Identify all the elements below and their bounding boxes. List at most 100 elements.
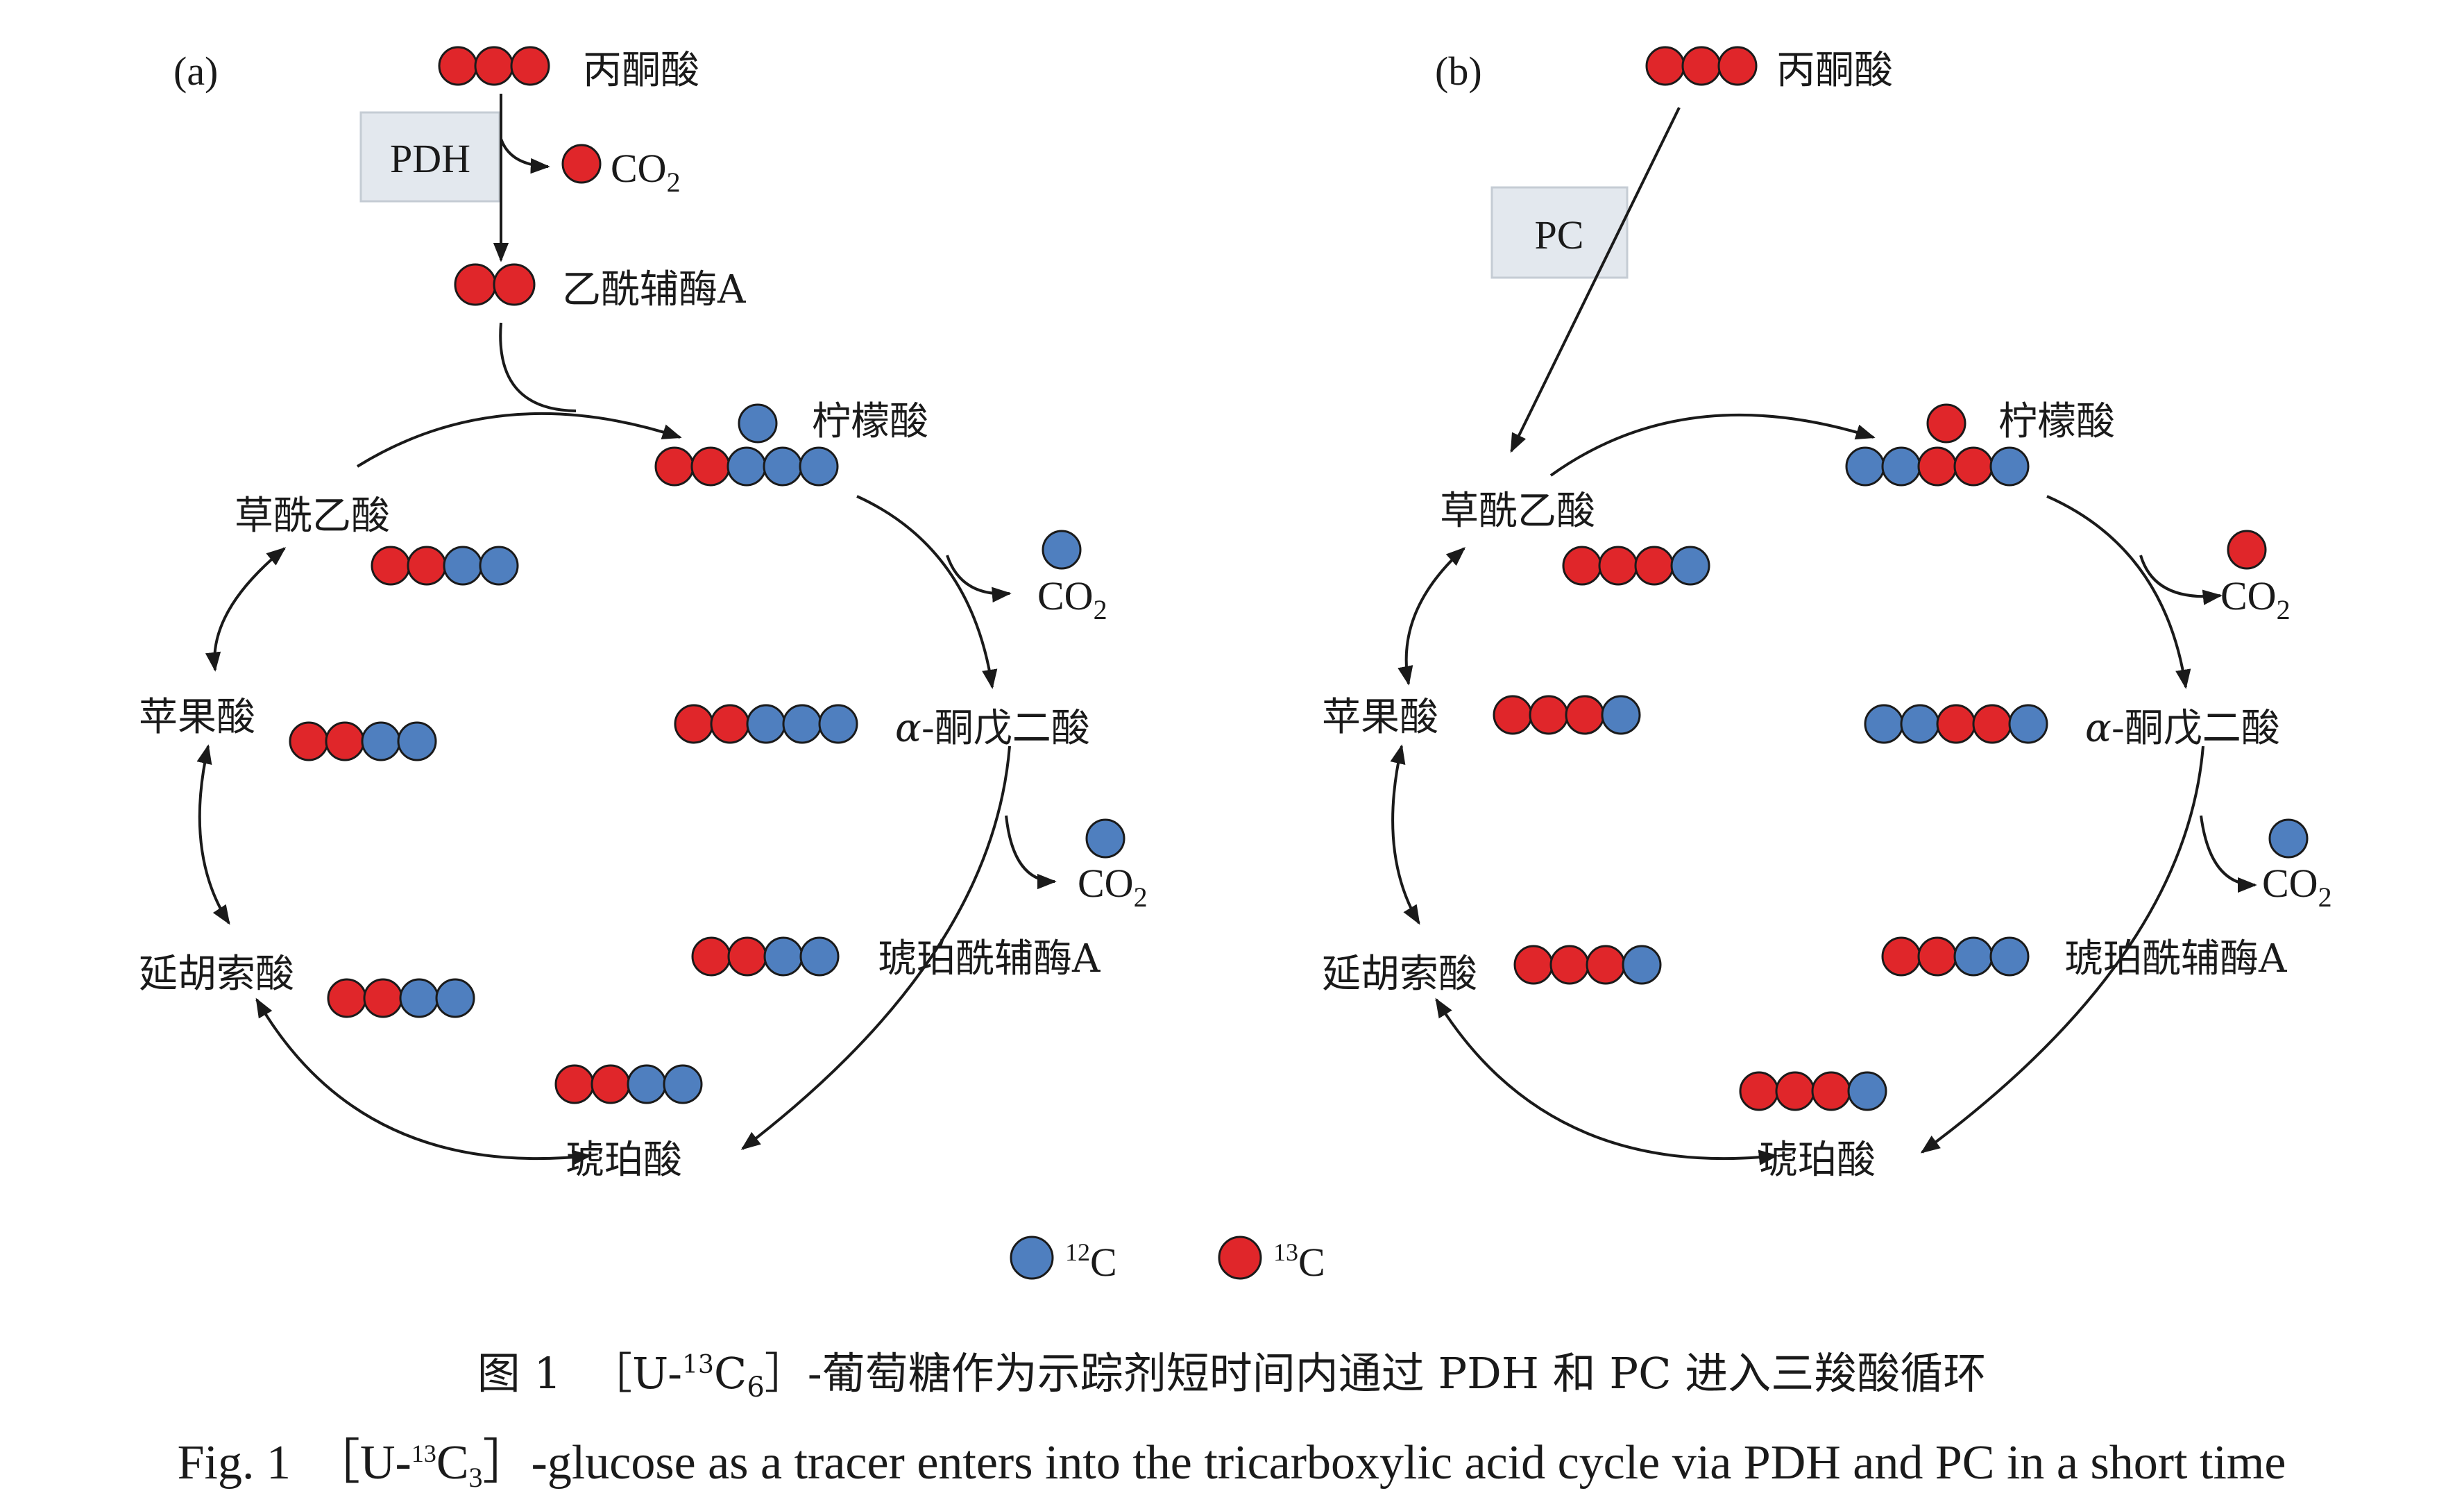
co2-1-arrow-b xyxy=(2139,555,2223,605)
oxaloacetate-molecule-atom-13c xyxy=(371,546,411,586)
pyruvate-molecule-atom-13c xyxy=(510,46,550,86)
fumarate-molecule-b xyxy=(1513,945,1662,985)
succinate-molecule-atom-12c xyxy=(627,1064,667,1104)
oxaloacetate-molecule-atom-13c xyxy=(407,546,447,586)
oxaloacetate-molecule-b-atom-13c xyxy=(1634,546,1674,586)
akg-molecule-b-atom-13c xyxy=(1972,704,2012,744)
fumarate-label-b: 延胡索酸 xyxy=(1322,952,1477,997)
acetyl-coa-label: 乙酰辅酶A xyxy=(562,267,746,312)
citrate-branch-carbon-b xyxy=(1926,403,1966,444)
citrate-molecule-b-atom-13c xyxy=(1917,446,1957,487)
succinate-label-b: 琥珀酸 xyxy=(1759,1138,1876,1183)
succinate-molecule-b xyxy=(1739,1071,1887,1111)
citrate-molecule-atom-13c xyxy=(654,446,695,487)
panel-b: (b) 丙酮酸 PC 柠檬酸 CO2 α-酮戊二酸 CO2 琥珀酰辅酶A 琥珀酸… xyxy=(1322,46,2332,1183)
citrate-branch-carbon-b-atom-13c xyxy=(1926,403,1966,444)
citrate-molecule-b-atom-13c xyxy=(1953,446,1994,487)
oxaloacetate-label: 草酰乙酸 xyxy=(235,494,390,539)
citrate-molecule-b-atom-12c xyxy=(1881,446,1921,487)
pyruvate-molecule-b-atom-13c xyxy=(1717,46,1758,86)
co2-2-molecule-b xyxy=(2268,818,2309,859)
malate-molecule-b-atom-12c xyxy=(1601,695,1641,735)
succinyl-coa-label-b: 琥珀酰辅酶A xyxy=(2064,936,2287,981)
co2-1-molecule-b xyxy=(2227,530,2267,570)
akg-molecule-b-atom-12c xyxy=(1864,704,1904,744)
oxaloacetate-label-b: 草酰乙酸 xyxy=(1440,489,1595,534)
pyruvate-molecule-b-atom-13c xyxy=(1681,46,1722,86)
fumarate-molecule-b-atom-13c xyxy=(1513,945,1554,985)
pc-arrow xyxy=(1510,107,1681,453)
pdh-co2-arrow xyxy=(500,138,550,174)
akg-molecule-b-atom-13c xyxy=(1936,704,1976,744)
citrate-molecule-b-atom-12c xyxy=(1845,446,1885,487)
succinate-molecule-atom-12c xyxy=(663,1064,703,1104)
citrate-label-b: 柠檬酸 xyxy=(1998,399,2115,444)
co2-2-label: CO2 xyxy=(1078,861,1148,913)
succinate-molecule-atom-13c xyxy=(554,1064,595,1104)
akg-molecule-atom-12c xyxy=(746,704,786,744)
acetyl-coa-molecule-atom-13c xyxy=(493,263,536,306)
oxaloacetate-molecule-b-atom-13c xyxy=(1562,546,1602,586)
succinate-molecule-b-atom-12c xyxy=(1847,1071,1887,1111)
succinyl-coa-molecule xyxy=(691,936,840,977)
malate-oaa-arrow xyxy=(205,547,287,672)
fumarate-molecule-atom-12c xyxy=(435,978,475,1018)
citrate-label: 柠檬酸 xyxy=(812,399,928,444)
pdh-co2-label: CO2 xyxy=(611,146,681,198)
malate-label-b: 苹果酸 xyxy=(1322,695,1438,740)
fumarate-molecule-atom-12c xyxy=(399,978,439,1018)
succinyl-coa-molecule-atom-12c xyxy=(763,936,804,977)
malate-molecule xyxy=(289,721,437,761)
fumarate-malate-arrow-b xyxy=(1390,744,1420,925)
akg-molecule-atom-12c xyxy=(818,704,858,744)
co2-2-label-b: CO2 xyxy=(2262,861,2332,913)
oaa-to-citrate-arrow-b xyxy=(1549,413,1876,477)
akg-molecule-atom-13c xyxy=(674,704,714,744)
acetyl-coa-molecule xyxy=(454,263,536,306)
citrate-molecule-atom-12c xyxy=(799,446,839,487)
citrate-to-akg-arrow-b xyxy=(2046,495,2191,689)
fumarate-molecule xyxy=(327,978,475,1018)
pyruvate-molecule-atom-13c xyxy=(474,46,514,86)
akg-to-succinate-arrow-b xyxy=(1920,745,2204,1154)
succinate-fumarate-arrow-b xyxy=(1435,997,1778,1165)
succinyl-coa-molecule-b xyxy=(1881,936,2030,977)
co2-2-molecule xyxy=(1085,818,1125,859)
legend-12c-swatch xyxy=(1010,1236,1054,1280)
succinate-label: 琥珀酸 xyxy=(566,1138,682,1183)
succinate-fumarate-arrow xyxy=(255,997,592,1165)
acetyl-coa-entry-line xyxy=(499,322,577,412)
malate-molecule-b xyxy=(1493,695,1641,735)
malate-label: 苹果酸 xyxy=(139,695,255,740)
citrate-molecule-atom-12c xyxy=(727,446,767,487)
citrate-molecule-atom-13c xyxy=(690,446,731,487)
oxaloacetate-molecule-b-atom-12c xyxy=(1670,546,1710,586)
malate-molecule-atom-12c xyxy=(361,721,401,761)
panel-a-label: (a) xyxy=(173,49,218,94)
legend-13c-label: 13C xyxy=(1273,1238,1325,1285)
malate-molecule-b-atom-13c xyxy=(1529,695,1569,735)
pdh-enzyme-box xyxy=(359,111,501,203)
akg-molecule-atom-13c xyxy=(710,704,750,744)
co2-2-arrow-b xyxy=(2200,815,2257,893)
pyruvate-label-b: 丙酮酸 xyxy=(1776,48,1893,93)
succinyl-coa-molecule-atom-13c xyxy=(727,936,767,977)
akg-molecule-b xyxy=(1864,704,2048,744)
citrate-molecule-b-atom-12c xyxy=(1989,446,2030,487)
legend: 12C 13C xyxy=(1010,1236,1325,1285)
oxaloacetate-molecule-b-atom-13c xyxy=(1598,546,1638,586)
succinate-molecule-b-atom-13c xyxy=(1811,1071,1851,1111)
caption-zh: 图 1［U-13C6］-葡萄糖作为示踪剂短时间内通过 PDH 和 PC 进入三羧… xyxy=(477,1348,1986,1403)
pdh-co2-molecule-atom-13c xyxy=(561,144,602,184)
succinyl-coa-molecule-b-atom-12c xyxy=(1953,936,1994,977)
pyruvate-molecule-b-atom-13c xyxy=(1645,46,1685,86)
panel-a: (a) 丙酮酸 PDH CO2 乙酰辅酶A 柠檬酸 CO2 xyxy=(139,46,1148,1183)
pdh-co2-molecule xyxy=(561,144,602,184)
citrate-molecule-b xyxy=(1845,446,2030,487)
oxaloacetate-molecule-atom-12c xyxy=(443,546,483,586)
succinate-molecule xyxy=(554,1064,703,1104)
pc-enzyme-label: PC xyxy=(1535,212,1584,258)
pdh-enzyme-label: PDH xyxy=(390,136,470,181)
co2-1-molecule xyxy=(1042,530,1082,570)
succinate-molecule-b-atom-13c xyxy=(1775,1071,1815,1111)
